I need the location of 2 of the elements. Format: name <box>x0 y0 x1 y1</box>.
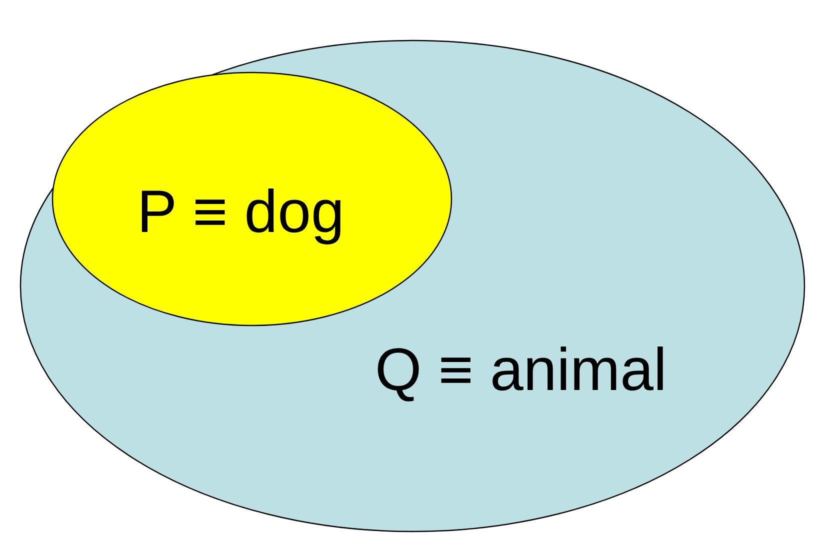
set-label: Q ≡ animal <box>375 340 667 400</box>
set-label: P ≡ dog <box>137 182 344 242</box>
